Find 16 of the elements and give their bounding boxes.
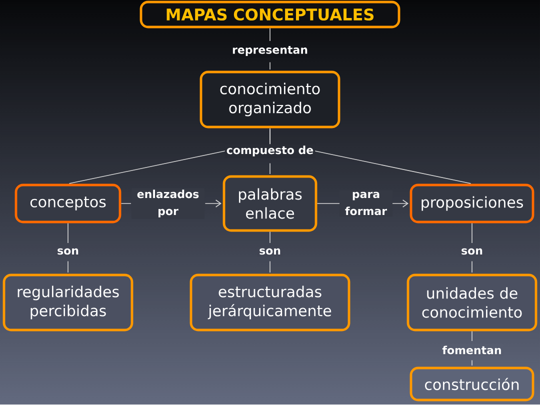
concept-box: regularidades percibidas — [2, 274, 134, 332]
concept-box: palabras enlace — [222, 175, 318, 232]
concept-box: estructuradas jerárquicamente — [190, 274, 350, 332]
arrow — [316, 200, 408, 208]
edge-label: fomentan — [440, 344, 504, 356]
arrow — [120, 200, 222, 208]
edge-label: para formar — [340, 190, 392, 217]
concept-box: proposiciones — [410, 184, 534, 224]
edge-label: representan — [230, 44, 310, 58]
edge-label: compuesto de — [224, 144, 316, 158]
concept-box: conceptos — [14, 184, 122, 224]
concept-box: unidades de conocimiento — [406, 274, 538, 332]
concept-box: conocimiento organizado — [200, 70, 340, 128]
concept-box: construcción — [410, 366, 534, 402]
title-box: MAPAS CONCEPTUALES — [140, 0, 400, 28]
edge-label: enlazados por — [132, 188, 204, 219]
